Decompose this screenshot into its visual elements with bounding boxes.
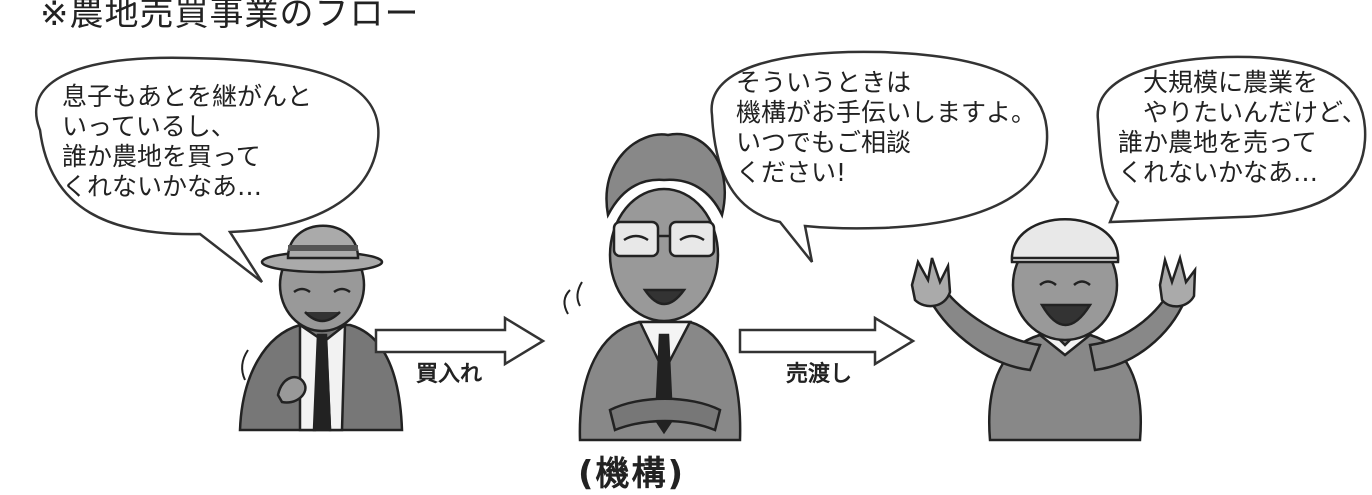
seller-speech-bubble <box>34 56 380 283</box>
flow-arrows <box>374 315 916 367</box>
buyer-farmer-figure <box>910 218 1197 442</box>
page-title: ※農地売買事業のフロー <box>40 0 420 34</box>
sale-arrow <box>738 315 916 367</box>
buyer-speech-bubble <box>1096 55 1367 224</box>
agency-speech-text: そういうときは 機構がお手伝いしますよ。 いつでもご相談 ください! <box>736 68 1037 187</box>
agency-speech-bubble <box>710 50 1049 263</box>
agency-label: (機構) <box>578 454 686 494</box>
seller-farmer-figure <box>238 224 404 432</box>
sale-arrow-label: 売渡し <box>786 362 853 387</box>
seller-speech-text: 息子もあとを継がんと いっているし、 誰か農地を買って くれないかなあ… <box>62 82 313 201</box>
buyer-speech-text: 大規模に農業を やりたいんだけど、 誰か農地を売って くれないかなあ… <box>1118 68 1367 187</box>
purchase-arrow-label: 買入れ <box>416 362 483 387</box>
purchase-arrow <box>374 315 546 367</box>
agency-official-figure <box>563 132 742 442</box>
